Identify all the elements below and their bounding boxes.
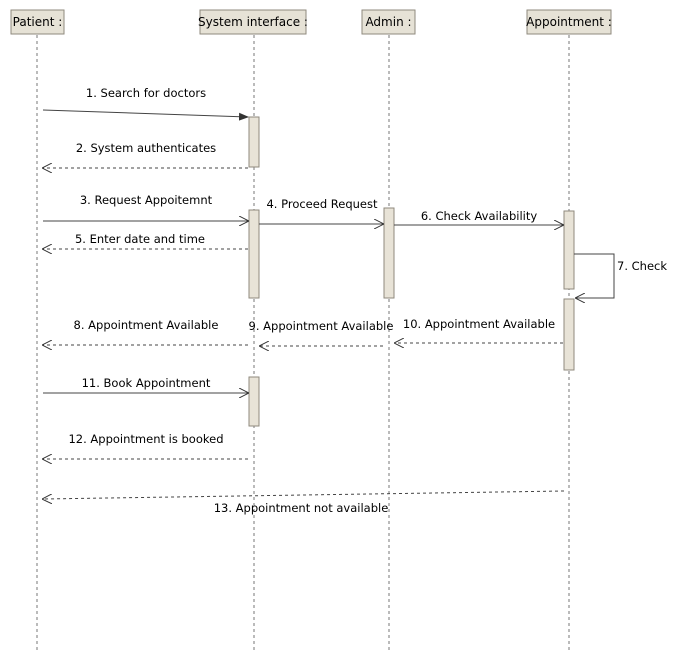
message-1-arrow[interactable] <box>42 109 249 121</box>
activation-appointment-2 <box>563 298 575 371</box>
message-10: 10. Appointment Available <box>395 317 563 343</box>
lifeline-admin-label: Admin : <box>365 15 411 29</box>
message-1: 1. Search for doctors <box>42 86 249 121</box>
message-1-label: 1. Search for doctors <box>86 86 206 100</box>
message-9-label: 9. Appointment Available <box>249 319 394 333</box>
message-8-label: 8. Appointment Available <box>74 318 219 332</box>
message-9: 9. Appointment Available <box>249 319 394 346</box>
message-6-label: 6. Check Availability <box>421 209 538 223</box>
activation-system-2 <box>248 209 260 299</box>
lifeline-appointment-head[interactable] <box>526 9 612 35</box>
message-13-arrow[interactable] <box>43 490 565 499</box>
lifeline-appointment-label: Appointment : <box>526 15 612 29</box>
message-6: 6. Check Availability <box>394 209 563 225</box>
message-11: 11. Book Appointment <box>43 376 248 393</box>
lifeline-admin: Admin : <box>361 9 416 652</box>
message-5: 5. Enter date and time <box>43 232 248 249</box>
activation-appointment-1 <box>563 210 575 290</box>
message-13: 13. Appointment not available <box>43 490 565 515</box>
message-10-label: 10. Appointment Available <box>403 317 555 331</box>
message-7-label: 7. Check <box>617 259 667 273</box>
message-7: 7. Check <box>574 253 667 298</box>
activation-system-1 <box>248 116 260 168</box>
lifeline-patient-label: Patient : <box>13 15 63 29</box>
message-7-arrow[interactable] <box>574 253 615 298</box>
lifeline-admin-head[interactable] <box>361 9 416 35</box>
message-13-label: 13. Appointment not available <box>214 501 389 515</box>
lifeline-system-interface-head[interactable] <box>199 9 307 35</box>
activation-system-3 <box>248 376 260 427</box>
message-4: 4. Proceed Request <box>259 197 383 224</box>
message-12-label: 12. Appointment is booked <box>68 432 223 446</box>
message-8: 8. Appointment Available <box>43 318 248 345</box>
message-2: 2. System authenticates <box>43 141 248 168</box>
message-3: 3. Request Appoitemnt <box>43 193 248 221</box>
message-12: 12. Appointment is booked <box>43 432 248 459</box>
message-4-label: 4. Proceed Request <box>266 197 378 211</box>
lifeline-patient-head[interactable] <box>10 9 65 35</box>
lifeline-patient: Patient : <box>10 9 65 652</box>
activation-admin-1 <box>383 207 395 299</box>
message-3-label: 3. Request Appoitemnt <box>80 193 213 207</box>
message-11-label: 11. Book Appointment <box>82 376 211 390</box>
message-2-label: 2. System authenticates <box>76 141 216 155</box>
message-5-label: 5. Enter date and time <box>75 232 205 246</box>
lifeline-system-interface-label: System interface : <box>198 15 308 29</box>
